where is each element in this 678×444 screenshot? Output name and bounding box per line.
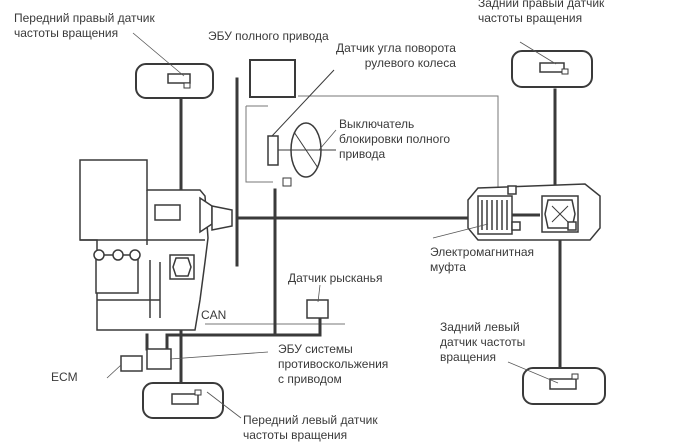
abs-ecu-label: ЭБУ системы противоскольжения с приводом [278, 342, 389, 386]
front-left-sensor-label: Передний левый датчик частоты вращения [243, 413, 378, 442]
can-bus-label: CAN [201, 308, 227, 322]
ecm-label: ECM [51, 370, 78, 384]
steering-angle-sensor-label: Датчик угла поворота рулевого колеса [336, 41, 456, 70]
rear-differential [467, 183, 601, 241]
rear-right-sensor-label: Задний правый датчик частоты вращения [478, 0, 605, 25]
abs-ecu-box [146, 348, 172, 370]
can-bus-lines [145, 77, 562, 385]
rear-left-sensor-label: Задний левый датчик частоты вращения [440, 320, 526, 364]
awd-ecu-box [249, 59, 296, 98]
front-right-wheel [135, 63, 214, 99]
front-left-wheel [142, 382, 224, 419]
steering-sensor [267, 69, 336, 187]
yaw-sensor-label: Датчик рысканья [288, 271, 383, 285]
yaw-sensor [306, 299, 329, 319]
front-right-sensor-label: Передний правый датчик частоты вращения [14, 11, 155, 40]
engine-transmission [79, 159, 233, 331]
electromagnetic-clutch-label: Электромагнитная муфта [430, 245, 535, 274]
ecm-box [120, 355, 143, 372]
rear-right-wheel [511, 50, 593, 88]
awd-lock-switch-label: Выключатель блокировки полного привода [339, 117, 451, 161]
leader-lines [106, 32, 559, 419]
awd-ecu-label: ЭБУ полного привода [208, 29, 329, 43]
